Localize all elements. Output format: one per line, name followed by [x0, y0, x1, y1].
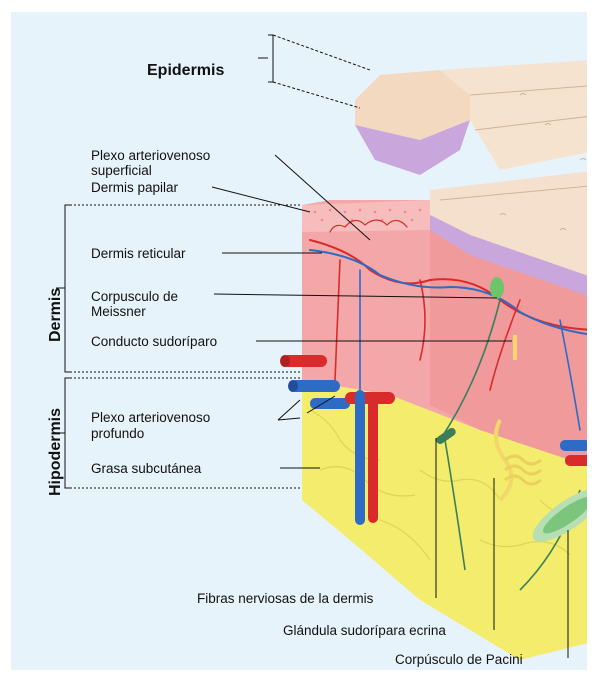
label-nerve-fibers: Fibras nerviosas de la dermis — [197, 591, 373, 606]
label-deep-plexus-line1: Plexo arteriovenoso — [91, 410, 210, 425]
hypodermis-heading: Hipodermis — [47, 408, 65, 496]
label-sweat-duct: Conducto sudoríparo — [91, 334, 217, 349]
label-reticular-dermis: Dermis reticular — [91, 246, 186, 261]
label-papillary-dermis: Dermis papilar — [91, 180, 178, 195]
meissner-corpuscle — [490, 277, 504, 299]
label-meissner-line2: Meissner — [91, 304, 146, 319]
epidermis-heading: Epidermis — [147, 62, 224, 80]
label-pacinian-corpuscle: Corpúsculo de Pacini — [395, 652, 523, 667]
papillary-band — [302, 200, 430, 232]
label-superficial-plexus-line2: superficial — [91, 163, 152, 178]
label-subcutaneous-fat: Grasa subcutánea — [91, 461, 201, 476]
label-meissner-line1: Corpusculo de — [91, 289, 178, 304]
dermis-heading: Dermis — [47, 288, 65, 342]
label-superficial-plexus-line1: Plexo arteriovenoso — [91, 148, 210, 163]
diagram-panel: Epidermis Dermis Hipodermis Plexo arteri… — [11, 12, 587, 670]
label-deep-plexus-line2: profundo — [91, 426, 144, 441]
label-eccrine-gland: Glándula sudorípara ecrina — [283, 623, 446, 638]
